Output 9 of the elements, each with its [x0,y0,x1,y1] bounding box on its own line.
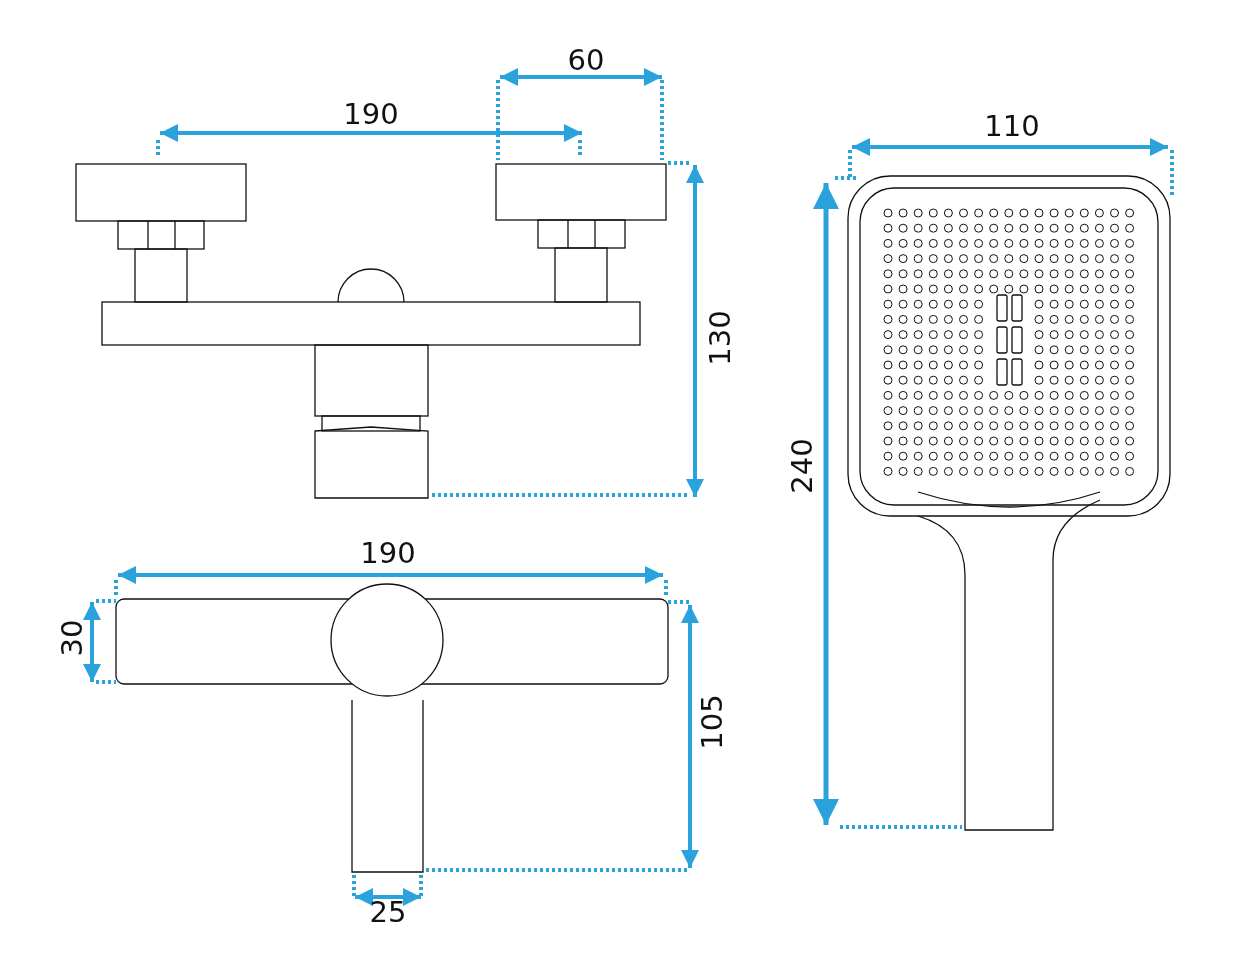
dimension-label: 130 [705,310,735,366]
dimension-label: 190 [343,99,399,129]
dimension-label: 30 [57,619,87,657]
dimension-label: 25 [369,897,407,927]
dimension-label: 240 [787,438,817,494]
dimension-label: 105 [697,694,727,750]
dimension-label: 110 [984,111,1040,141]
dimension-label: 60 [567,45,605,75]
dimension-label: 190 [360,538,416,568]
